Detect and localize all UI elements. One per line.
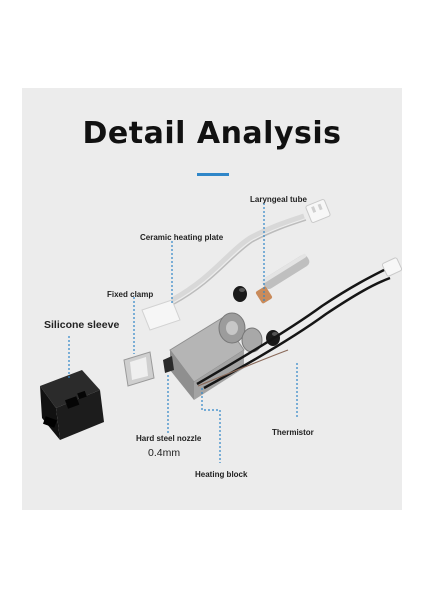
screw-top [233, 286, 247, 302]
page-title: Detail Analysis [82, 116, 342, 151]
heating-block-part [169, 312, 263, 400]
screw-top-highlight [239, 288, 245, 292]
silicone-sleeve-part [40, 370, 104, 440]
label-ceramic-heating-plate: Ceramic heating plate [140, 233, 224, 242]
heater-cable-shadow [173, 219, 307, 305]
label-heating-block: Heating block [195, 470, 248, 479]
label-nozzle-size: 0.4mm [148, 447, 181, 459]
leader-heating-block [201, 388, 221, 463]
thermistor-connector [381, 257, 402, 277]
label-thermistor: Thermistor [272, 428, 314, 437]
product-detail-panel: Detail Analysis [22, 88, 402, 510]
label-laryngeal-tube: Laryngeal tube [250, 195, 307, 204]
laryngeal-tube-part [255, 253, 310, 304]
fixed-clamp-part [123, 351, 155, 387]
label-fixed-clamp: Fixed clamp [107, 290, 154, 299]
thermistor-lead [197, 349, 289, 387]
heater-cable [170, 213, 305, 303]
label-silicone-sleeve: Silicone sleeve [44, 319, 120, 331]
heater-connector [305, 199, 331, 223]
label-hard-steel-nozzle: Hard steel nozzle [136, 434, 202, 443]
ceramic-heating-plate-part [141, 299, 181, 331]
thermistor-cable-b [203, 276, 391, 390]
title-underline [197, 173, 229, 176]
hotend-illustration [40, 199, 402, 463]
nozzle-part [163, 356, 174, 373]
thermistor-cable-a [196, 266, 389, 386]
leader-lines [68, 203, 298, 463]
